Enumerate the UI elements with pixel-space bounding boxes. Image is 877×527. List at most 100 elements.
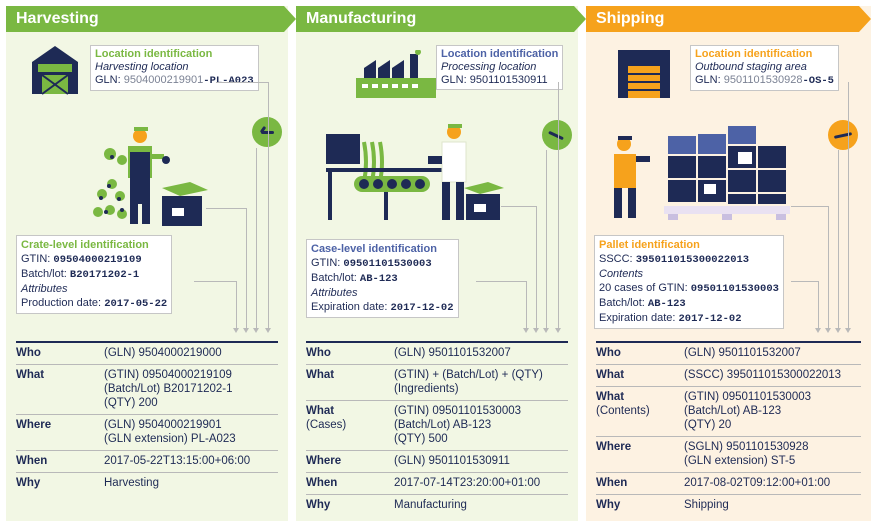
cases-label: 20 cases of GTIN: bbox=[599, 282, 688, 294]
row-key-label: What bbox=[306, 405, 335, 417]
batch-value: AB-123 bbox=[647, 298, 686, 310]
row-value: (GLN) 9504000219901 (GLN extension) PL-A… bbox=[104, 419, 236, 445]
harvesting-panel: Harvesting Location identification Harve… bbox=[6, 6, 288, 521]
date-value: 2017-12-02 bbox=[678, 313, 742, 325]
row-value: (GTIN) 09504000219109 (Batch/Lot) B20171… bbox=[104, 369, 233, 409]
row-key: When bbox=[596, 476, 684, 490]
row-key-label: Why bbox=[596, 499, 621, 511]
case-id-heading: Case-level identification bbox=[311, 243, 437, 255]
clock-icon bbox=[828, 120, 858, 150]
table-row: Where (GLN) 9504000219901 (GLN extension)… bbox=[16, 414, 278, 450]
location-heading: Location identification bbox=[95, 48, 213, 60]
row-key: Where bbox=[306, 454, 394, 468]
row-value: (GLN) 9501101530911 bbox=[394, 455, 510, 467]
table-row: Where (GLN) 9501101530911 bbox=[306, 450, 568, 472]
date-label: Expiration date: bbox=[311, 301, 388, 313]
gln-value: 9501101530911 bbox=[469, 74, 548, 86]
manufacturing-location-box: Location identification Processing locat… bbox=[436, 45, 564, 90]
row-value: (GLN) 9501101532007 bbox=[394, 347, 511, 359]
gln-label: GLN: bbox=[695, 74, 721, 86]
row-key: Why bbox=[596, 498, 684, 512]
row-value: Harvesting bbox=[104, 477, 159, 489]
row-key-label: Who bbox=[16, 347, 41, 359]
row-key: Where bbox=[16, 418, 104, 446]
row-key-label: Where bbox=[16, 419, 52, 431]
row-value: 2017-05-22T13:15:00+06:00 bbox=[104, 455, 251, 467]
clock-icon bbox=[542, 120, 572, 150]
batch-label: Batch/lot: bbox=[599, 297, 645, 309]
crate-id-box: Crate-level identification GTIN: 0950400… bbox=[16, 235, 173, 314]
row-key-label: Who bbox=[596, 347, 621, 359]
row-key-label: When bbox=[16, 455, 48, 467]
sscc-label: SSCC: bbox=[599, 253, 633, 265]
case-id-box: Case-level identification GTIN: 09501101… bbox=[306, 239, 459, 318]
row-key-label: Why bbox=[306, 499, 331, 511]
row-key: What bbox=[306, 368, 394, 396]
gtin-value: 09501101530003 bbox=[343, 258, 432, 270]
gln-extension: -PL-A023 bbox=[203, 75, 254, 87]
row-key-label: When bbox=[596, 477, 628, 489]
row-key: Where bbox=[596, 440, 684, 468]
table-row: What(Cases)(GTIN) 09501101530003 (Batch/… bbox=[306, 400, 568, 450]
harvesting-location-box: Location identification Harvesting locat… bbox=[90, 45, 259, 91]
table-row: Why Shipping bbox=[596, 494, 861, 516]
batch-label: Batch/lot: bbox=[21, 268, 67, 280]
attributes-label: Attributes bbox=[311, 287, 358, 299]
crate-id-heading: Crate-level identification bbox=[21, 239, 149, 251]
table-row: What (GTIN) 09504000219109 (Batch/Lot) B2… bbox=[16, 364, 278, 414]
manufacturing-panel: Manufacturing Location identification Pr… bbox=[296, 6, 578, 521]
row-key: What(Cases) bbox=[306, 404, 394, 446]
row-key: What bbox=[16, 368, 104, 410]
batch-label: Batch/lot: bbox=[311, 272, 357, 284]
row-key-label: What bbox=[596, 391, 625, 403]
row-value: 2017-07-14T23:20:00+01:00 bbox=[394, 477, 541, 489]
date-value: 2017-12-02 bbox=[390, 302, 454, 314]
gtin-label: GTIN: bbox=[21, 253, 51, 265]
manufacturing-illustration bbox=[326, 124, 504, 220]
shipping-location-box: Location identification Outbound staging… bbox=[690, 45, 839, 91]
date-label: Production date: bbox=[21, 297, 102, 309]
gln-value: 9504000219901 bbox=[123, 74, 204, 86]
row-key-label: What bbox=[16, 369, 45, 381]
table-row: Who(GLN) 9504000219000 bbox=[16, 341, 278, 364]
row-value: (SSCC) 395011015300022013 bbox=[684, 369, 842, 381]
location-subtitle: Outbound staging area bbox=[695, 61, 807, 73]
row-key-label: Where bbox=[306, 455, 342, 467]
table-row: What (SSCC) 395011015300022013 bbox=[596, 364, 861, 386]
row-key: Why bbox=[16, 476, 104, 490]
table-row: What(Contents)(GTIN) 09501101530003 (Bat… bbox=[596, 386, 861, 436]
row-key-label: Who bbox=[306, 347, 331, 359]
row-key-label: When bbox=[306, 477, 338, 489]
row-key-label: Why bbox=[16, 477, 41, 489]
table-row: When 2017-07-14T23:20:00+01:00 bbox=[306, 472, 568, 494]
row-key-label: Where bbox=[596, 441, 632, 453]
row-key: Who bbox=[16, 346, 104, 360]
row-key: Why bbox=[306, 498, 394, 512]
gln-label: GLN: bbox=[441, 74, 467, 86]
row-key: Who bbox=[306, 346, 394, 360]
row-value: (GTIN) + (Batch/Lot) + (QTY) (Ingredient… bbox=[394, 369, 543, 395]
row-key: When bbox=[306, 476, 394, 490]
row-value: (GLN) 9501101532007 bbox=[684, 347, 801, 359]
table-row: Why Harvesting bbox=[16, 472, 278, 494]
manufacturing-banner: Manufacturing bbox=[296, 6, 586, 32]
harvesting-banner: Harvesting bbox=[6, 6, 296, 32]
row-key: Who bbox=[596, 346, 684, 360]
row-value: Shipping bbox=[684, 499, 729, 511]
attributes-label: Attributes bbox=[21, 283, 68, 295]
factory-icon bbox=[356, 50, 436, 98]
shipping-banner: Shipping bbox=[586, 6, 871, 32]
gtin-value: 09504000219109 bbox=[53, 254, 142, 266]
location-heading: Location identification bbox=[441, 48, 559, 60]
row-key-label: What bbox=[306, 369, 335, 381]
row-key: What bbox=[596, 368, 684, 382]
location-subtitle: Harvesting location bbox=[95, 61, 189, 73]
table-row: Where(SGLN) 9501101530928 (GLN extension… bbox=[596, 436, 861, 472]
batch-value: AB-123 bbox=[359, 273, 398, 285]
row-key-label: What bbox=[596, 369, 625, 381]
row-value: (GTIN) 09501101530003 (Batch/Lot) AB-123… bbox=[684, 391, 812, 431]
